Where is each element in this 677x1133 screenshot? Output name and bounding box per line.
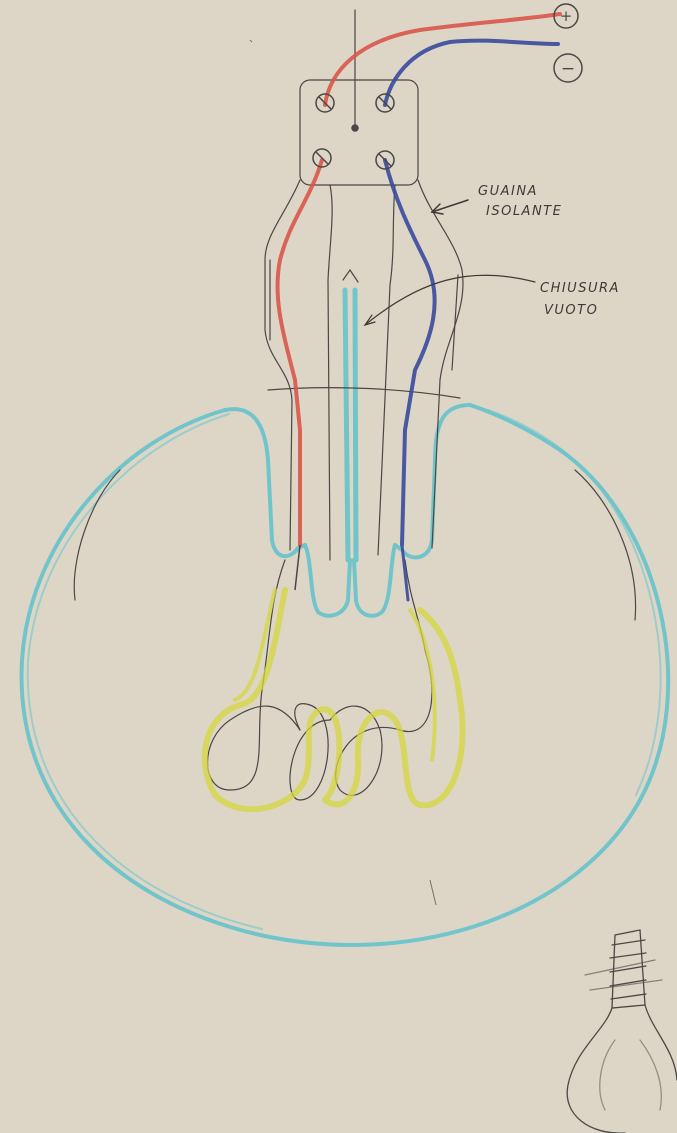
sheath-label: GUAINA ISOLANTE — [432, 184, 562, 219]
vacuum-label-line2: VUOTO — [544, 303, 598, 318]
positive-wire — [278, 14, 560, 545]
positive-symbol: + — [560, 7, 573, 25]
sheath-label-line1: GUAINA — [478, 184, 538, 199]
negative-terminal: − — [554, 54, 582, 82]
sheath-label-line2: ISOLANTE — [486, 204, 562, 219]
arrow-icon — [432, 200, 468, 214]
negative-symbol: − — [561, 59, 575, 79]
filament — [205, 590, 463, 809]
vacuum-label: CHIUSURA VUOTO — [365, 275, 620, 325]
vacuum-label-line1: CHIUSURA — [540, 281, 620, 296]
lightbulb-sketch-icon — [567, 930, 677, 1133]
negative-wire — [385, 41, 558, 600]
